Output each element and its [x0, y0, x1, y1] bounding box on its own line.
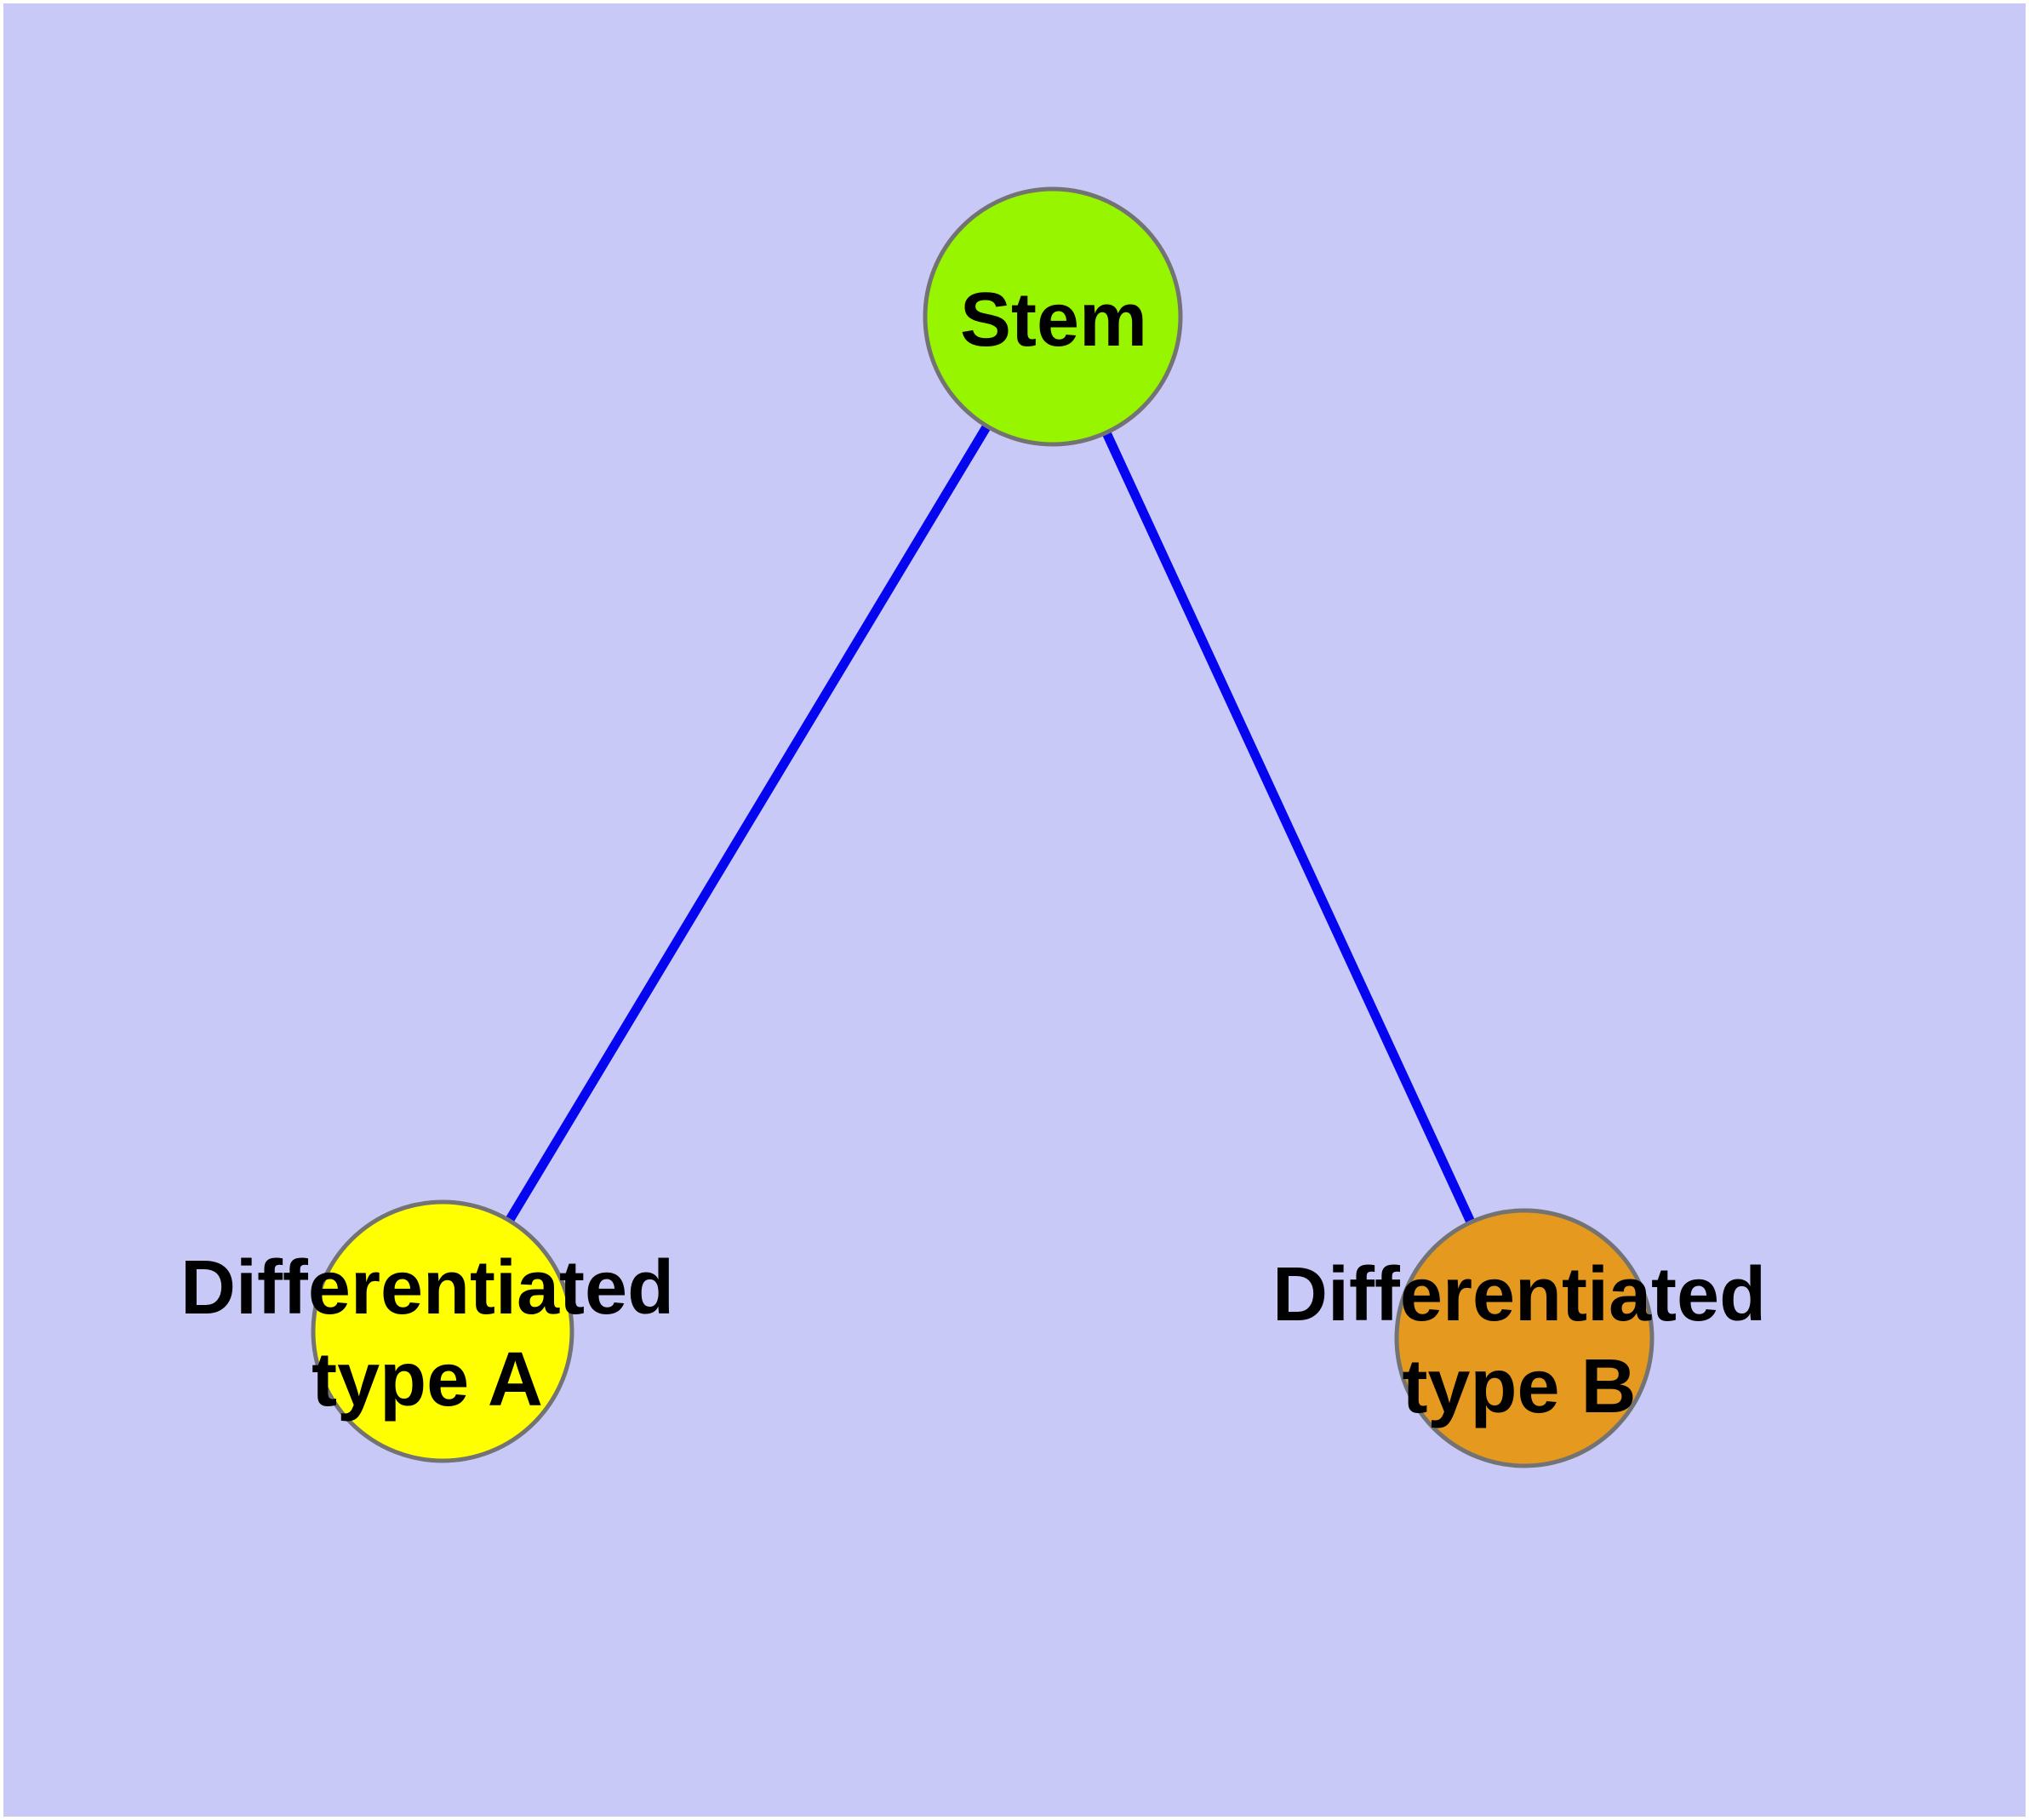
- node-type-b-label-line2: type B: [1402, 1344, 1637, 1429]
- edge-stem-to-type-a: [438, 314, 1057, 1334]
- edge-stem-to-type-b: [1049, 314, 1529, 1341]
- node-type-b-label-line1: Differentiated: [1272, 1252, 1767, 1337]
- node-type-a-label-line1: Differentiated: [180, 1245, 675, 1331]
- node-stem-label: Stem: [960, 274, 1147, 366]
- node-type-b-circle: [1394, 1208, 1655, 1468]
- node-stem-circle: [923, 186, 1183, 447]
- node-stem-label-text: Stem: [959, 278, 1148, 363]
- node-type-a-label-line2: type A: [311, 1337, 543, 1422]
- node-type-b-label: Differentiated type B: [1272, 1249, 1766, 1433]
- node-type-a-circle: [311, 1199, 574, 1463]
- node-type-a-label: Differentiated type A: [180, 1242, 674, 1426]
